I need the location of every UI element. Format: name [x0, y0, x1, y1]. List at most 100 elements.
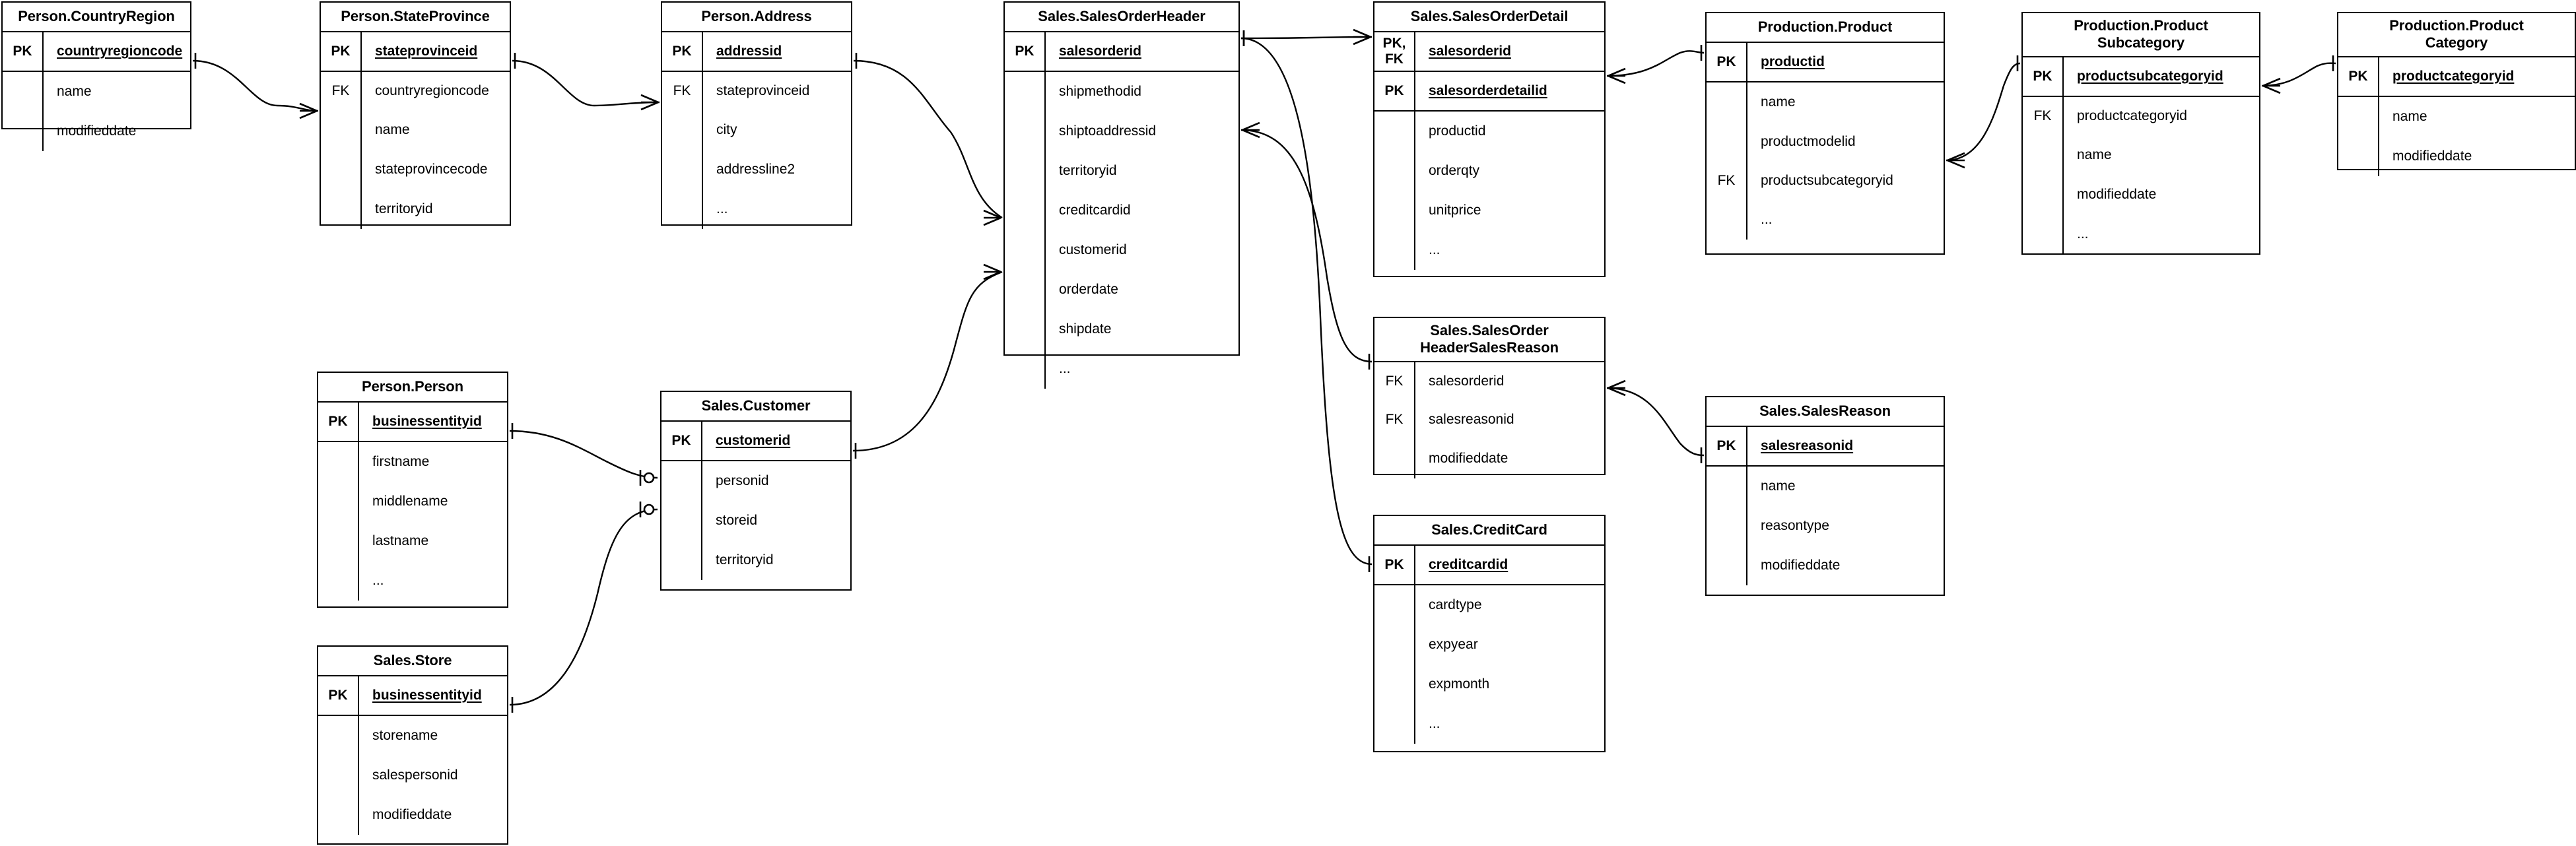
- attribute-row[interactable]: firstname: [318, 442, 507, 482]
- attribute-row[interactable]: name: [2338, 97, 2575, 137]
- key-marker: FK: [1374, 362, 1415, 401]
- attribute-row[interactable]: unitprice: [1374, 191, 1604, 230]
- attribute-row[interactable]: name: [321, 110, 510, 150]
- attribute-row[interactable]: expmonth: [1374, 665, 1604, 704]
- attribute-row[interactable]: name: [3, 72, 190, 112]
- attribute-row[interactable]: reasontype: [1707, 506, 1944, 546]
- attribute-row[interactable]: modifieddate: [318, 795, 507, 835]
- attribute-row[interactable]: ...: [2023, 214, 2259, 254]
- attribute-row[interactable]: shipdate: [1005, 309, 1238, 349]
- entity-title-productcategory: Production.Product Category: [2338, 13, 2575, 57]
- attribute-row[interactable]: name: [1707, 82, 1944, 122]
- attribute-row[interactable]: lastname: [318, 521, 507, 561]
- attribute-row[interactable]: personid: [661, 461, 850, 501]
- entity-title-salesorderheader: Sales.SalesOrderHeader: [1005, 3, 1238, 32]
- attribute-row[interactable]: name: [1707, 467, 1944, 506]
- attribute-row[interactable]: ...: [1374, 230, 1604, 270]
- attribute-row[interactable]: territoryid: [321, 189, 510, 229]
- attribute-row[interactable]: ...: [662, 189, 851, 229]
- attribute-row[interactable]: expyear: [1374, 625, 1604, 665]
- relationship-rel-soh_salesreason-salesreason: [1606, 379, 1705, 463]
- attribute-row[interactable]: ...: [1005, 349, 1238, 389]
- attribute-name: storename: [372, 728, 438, 743]
- crowsfoot-prong: [983, 216, 1001, 226]
- key-marker: [1707, 467, 1747, 506]
- attribute-row[interactable]: modifieddate: [1374, 439, 1604, 478]
- attribute-row[interactable]: name: [2023, 135, 2259, 175]
- attribute-row[interactable]: orderqty: [1374, 151, 1604, 191]
- attribute-row[interactable]: ...: [318, 561, 507, 601]
- attribute-row[interactable]: modifieddate: [3, 112, 190, 151]
- attribute-row[interactable]: modifieddate: [1707, 546, 1944, 585]
- attribute-row[interactable]: storeid: [661, 501, 850, 540]
- attribute-row[interactable]: addressline2: [662, 150, 851, 189]
- attribute-row[interactable]: territoryid: [661, 540, 850, 580]
- attribute-row[interactable]: cardtype: [1374, 585, 1604, 625]
- attribute-row[interactable]: middlename: [318, 482, 507, 521]
- attribute-name: city: [716, 122, 737, 137]
- attribute-name: productid: [1429, 123, 1486, 139]
- attribute-row[interactable]: creditcardid: [1005, 191, 1238, 230]
- attribute-row[interactable]: storename: [318, 716, 507, 756]
- crowsfoot-prong: [1608, 75, 1626, 84]
- attribute-row[interactable]: stateprovincecode: [321, 150, 510, 189]
- attribute-row[interactable]: orderdate: [1005, 270, 1238, 309]
- attribute-row[interactable]: customerid: [1005, 230, 1238, 270]
- attribute-row[interactable]: ...: [1707, 200, 1944, 240]
- attribute-row[interactable]: productmodelid: [1707, 122, 1944, 162]
- attribute-row[interactable]: territoryid: [1005, 151, 1238, 191]
- attribute-row[interactable]: salespersonid: [318, 756, 507, 795]
- crowsfoot-prong: [2262, 77, 2281, 87]
- attribute-row[interactable]: productid: [1374, 112, 1604, 151]
- attribute-row[interactable]: city: [662, 110, 851, 150]
- attribute-name: middlename: [372, 494, 448, 509]
- key-marker: [1707, 506, 1747, 546]
- entity-title-salesreason: Sales.SalesReason: [1707, 397, 1944, 427]
- attribute-row[interactable]: shipmethodid: [1005, 72, 1238, 112]
- attribute-row[interactable]: modifieddate: [2023, 175, 2259, 214]
- entity-title-product: Production.Product: [1707, 13, 1944, 43]
- key-marker: [1005, 112, 1046, 151]
- attribute-row[interactable]: modifieddate: [2338, 137, 2575, 176]
- attribute-row[interactable]: shiptoaddressid: [1005, 112, 1238, 151]
- attribute-row[interactable]: ...: [1374, 704, 1604, 744]
